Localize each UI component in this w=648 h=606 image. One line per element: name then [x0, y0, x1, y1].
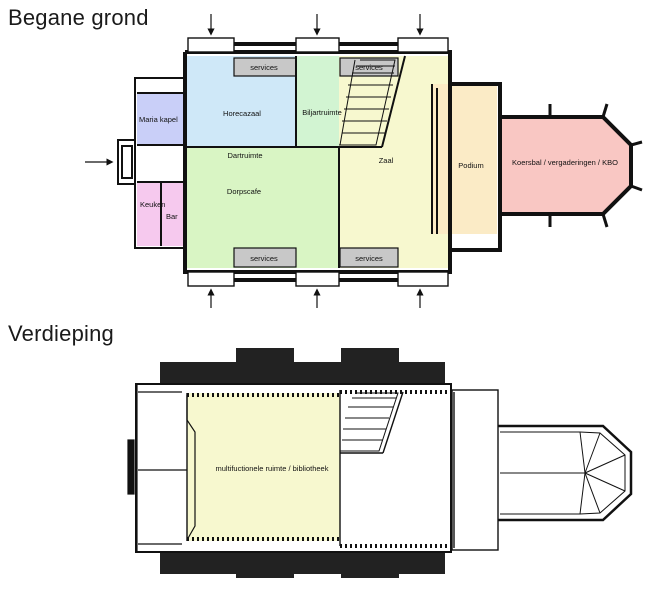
label-podium: Podium: [458, 161, 483, 170]
label-koersbal: Koersbal / vergaderingen / KBO: [512, 158, 618, 167]
label-zaal: Zaal: [379, 156, 394, 165]
apse-upper: [498, 424, 633, 522]
label-services-top-left: services: [250, 63, 278, 72]
label-bar: Bar: [166, 212, 178, 221]
room-maria-kapel: [137, 93, 184, 145]
room-podium: [432, 84, 497, 234]
room-biljartruimte: [296, 56, 339, 147]
entrance-arrows: [85, 14, 424, 308]
services-bottom-left: [233, 247, 297, 268]
label-horecazaal: Horecazaal: [223, 109, 261, 118]
label-multifunctionele: multifuctionele ruimte / bibliotheek: [216, 464, 329, 473]
upper-floor-heading: Verdieping: [8, 321, 114, 346]
label-services-top-right: services: [355, 63, 383, 72]
label-dorpscafe: Dorpscafe: [227, 187, 261, 196]
room-koersbal: [500, 117, 631, 214]
label-keuken: Keuken: [140, 200, 165, 209]
label-services-bottom-left: services: [250, 254, 278, 263]
label-maria-kapel: Maria kapel: [139, 115, 178, 124]
label-biljartruimte: Biljartruimte: [302, 108, 342, 117]
ground-floor-plan: services services services services Hore…: [85, 14, 643, 308]
room-multifunctionele: [187, 393, 340, 541]
upper-floor-plan: multifuctionele ruimte / bibliotheek: [127, 348, 633, 578]
stairs-ground: [339, 59, 396, 146]
label-dartruimte: Dartruimte: [227, 151, 262, 160]
ground-floor-heading: Begane grond: [8, 5, 149, 30]
label-services-bottom-right: services: [355, 254, 383, 263]
